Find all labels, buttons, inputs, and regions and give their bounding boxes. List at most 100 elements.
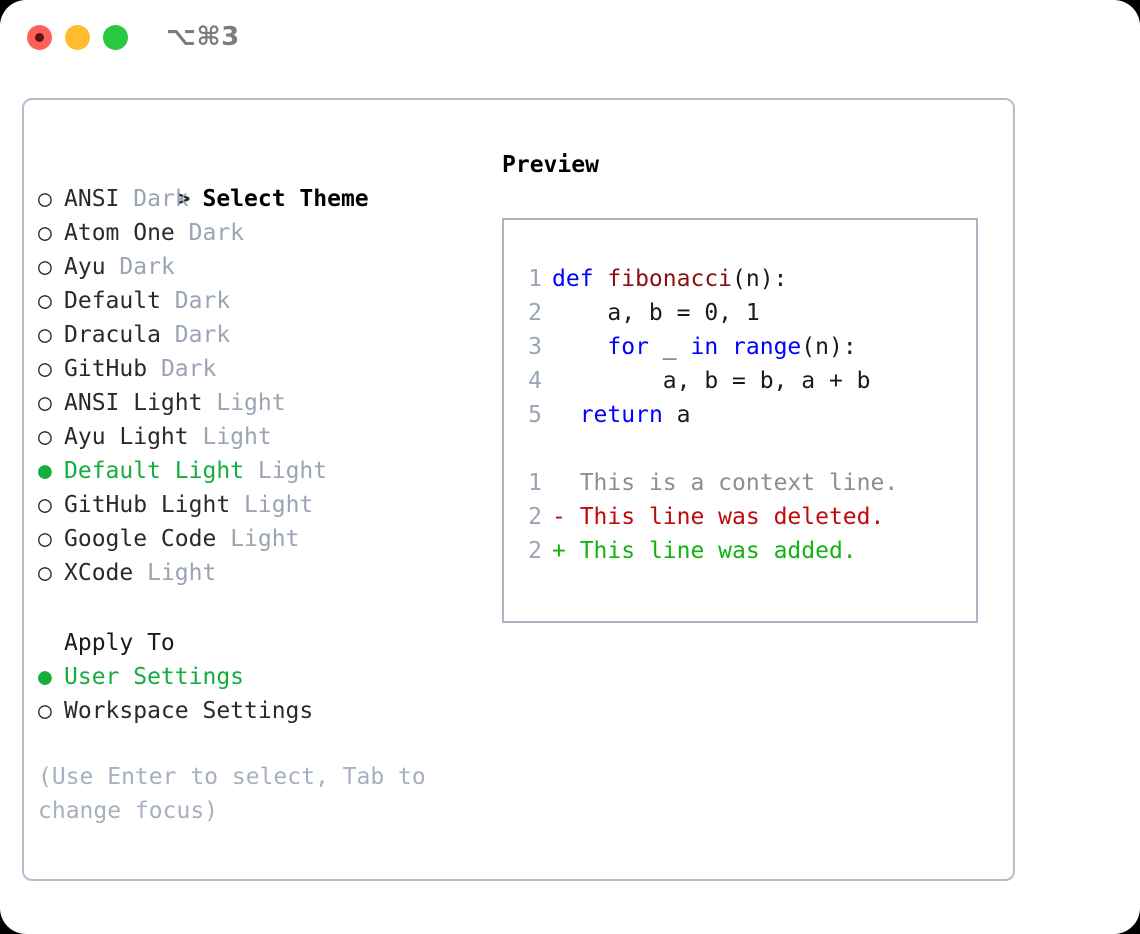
apply-to-title: Apply To [64, 630, 175, 656]
theme-selector-column: >Select Theme ○ANSI Dark○Atom One Dark○A… [38, 148, 488, 828]
line-number: 2 [528, 300, 542, 326]
theme-name: Dracula [64, 322, 161, 348]
theme-list-header: > Select Theme [38, 148, 488, 212]
code-token: a, b = b, a + b [552, 368, 871, 394]
theme-category-label: Light [244, 492, 314, 518]
space [161, 288, 175, 314]
prompt-caret-icon: > [176, 186, 191, 212]
code-token [552, 334, 607, 360]
radio-unselected-icon: ○ [38, 254, 52, 280]
theme-category-label: Dark [133, 186, 189, 212]
line-number: 3 [528, 334, 542, 360]
code-token: for [607, 334, 649, 360]
apply-to-option-user-settings[interactable]: ● User Settings [38, 660, 488, 694]
theme-option-github[interactable]: ○ GitHub Dark [38, 352, 488, 386]
apply-to-list: ● User Settings ○Workspace Settings [38, 660, 488, 728]
theme-option-ansi-light[interactable]: ○ ANSI Light Light [38, 386, 488, 420]
diff-text: This is a context line. [565, 470, 899, 496]
code-token: (n): [801, 334, 857, 360]
theme-option-google-code[interactable]: ○Google Code Light [38, 522, 488, 556]
radio-unselected-icon: ○ [38, 288, 52, 314]
close-button[interactable] [27, 25, 52, 50]
theme-option-atom-one[interactable]: ○Atom One Dark [38, 216, 488, 250]
theme-name: Ayu Light [64, 424, 189, 450]
theme-name: Atom One [64, 220, 175, 246]
theme-list-title: Select Theme [202, 186, 369, 212]
code-line: 2 a, b = 0, 1 [516, 296, 898, 330]
code-token [718, 334, 732, 360]
space [133, 560, 147, 586]
theme-option-xcode[interactable]: ○XCode Light [38, 556, 488, 590]
theme-category-label: Light [230, 526, 300, 552]
space [147, 356, 161, 382]
preview-title: Preview [502, 152, 599, 178]
minimize-button[interactable] [65, 25, 90, 50]
space [189, 424, 203, 450]
space [202, 390, 216, 416]
code-line: 1 def fibonacci(n): [516, 262, 898, 296]
line-number: 2 [528, 538, 542, 564]
theme-name: Ayu [64, 254, 106, 280]
code-token: def [552, 266, 608, 292]
space [230, 492, 244, 518]
theme-option-ayu-light[interactable]: ○Ayu Light Light [38, 420, 488, 454]
apply-to-label: Workspace Settings [64, 698, 314, 724]
theme-name: XCode [64, 560, 134, 586]
diff-line: 2 + This line was added. [516, 534, 898, 568]
diff-text: This line was deleted. [565, 504, 885, 530]
theme-option-dracula[interactable]: ○Dracula Dark [38, 318, 488, 352]
line-number: 1 [528, 266, 542, 292]
theme-category-label: Dark [188, 220, 245, 246]
apply-to-option-workspace-settings[interactable]: ○Workspace Settings [38, 694, 488, 728]
space [119, 186, 133, 212]
theme-category-label: Light [257, 458, 328, 484]
window-title: ⌥⌘3 [166, 22, 240, 52]
space [161, 322, 175, 348]
line-number: 4 [528, 368, 542, 394]
theme-category-label: Light [202, 424, 272, 450]
keyboard-hint: (Use Enter to select, Tab to change focu… [38, 764, 440, 824]
diff-sign: - [552, 504, 566, 530]
code-token: (n): [732, 266, 788, 292]
theme-option-default-light[interactable]: ●Default Light Light [38, 454, 488, 488]
theme-name: ANSI Light [64, 390, 203, 416]
theme-name: Google Code [64, 526, 217, 552]
code-token: fibonacci [607, 266, 733, 292]
code-line: 4 a, b = b, a + b [516, 364, 898, 398]
theme-category-label: Light [216, 390, 286, 416]
theme-name: ANSI [64, 186, 120, 212]
theme-option-ansi[interactable]: ○ ANSI Dark [38, 182, 488, 216]
theme-option-default[interactable]: ○Default Dark [38, 284, 488, 318]
line-number: 2 [528, 504, 542, 530]
diff-sign: + [552, 538, 566, 564]
code-token: return [579, 402, 663, 428]
theme-name: GitHub [64, 356, 148, 382]
diff-spacer [516, 432, 898, 466]
radio-unselected-icon: ○ [38, 390, 52, 416]
line-number: 5 [528, 402, 542, 428]
radio-unselected-icon: ○ [38, 186, 52, 212]
code-token: _ [648, 334, 691, 360]
diff-sign [552, 470, 566, 496]
code-line: 3 for _ in range(n): [516, 330, 898, 364]
title-bar: ⌥⌘3 [0, 0, 1140, 78]
theme-name: Default Light [64, 458, 245, 484]
theme-category-label: Dark [160, 356, 217, 382]
theme-list: ○ANSI Dark○Atom One Dark○Ayu Dark○Defaul… [38, 182, 488, 590]
code-token: range [732, 334, 802, 360]
radio-unselected-icon: ○ [38, 356, 52, 382]
theme-name: GitHub Light [64, 492, 231, 518]
maximize-button[interactable] [103, 25, 128, 50]
theme-option-github-light[interactable]: ○GitHub Light Light [38, 488, 488, 522]
theme-category-label: Dark [174, 288, 231, 314]
diff-text: This line was added. [565, 538, 857, 564]
space [175, 220, 189, 246]
theme-category-label: Dark [174, 322, 231, 348]
code-line: 5 return a [516, 398, 898, 432]
apply-to-label: User Settings [64, 664, 245, 690]
theme-option-ayu[interactable]: ○Ayu Dark [38, 250, 488, 284]
code-token: a, b = 0, 1 [552, 300, 760, 326]
radio-selected-icon: ● [38, 664, 52, 690]
